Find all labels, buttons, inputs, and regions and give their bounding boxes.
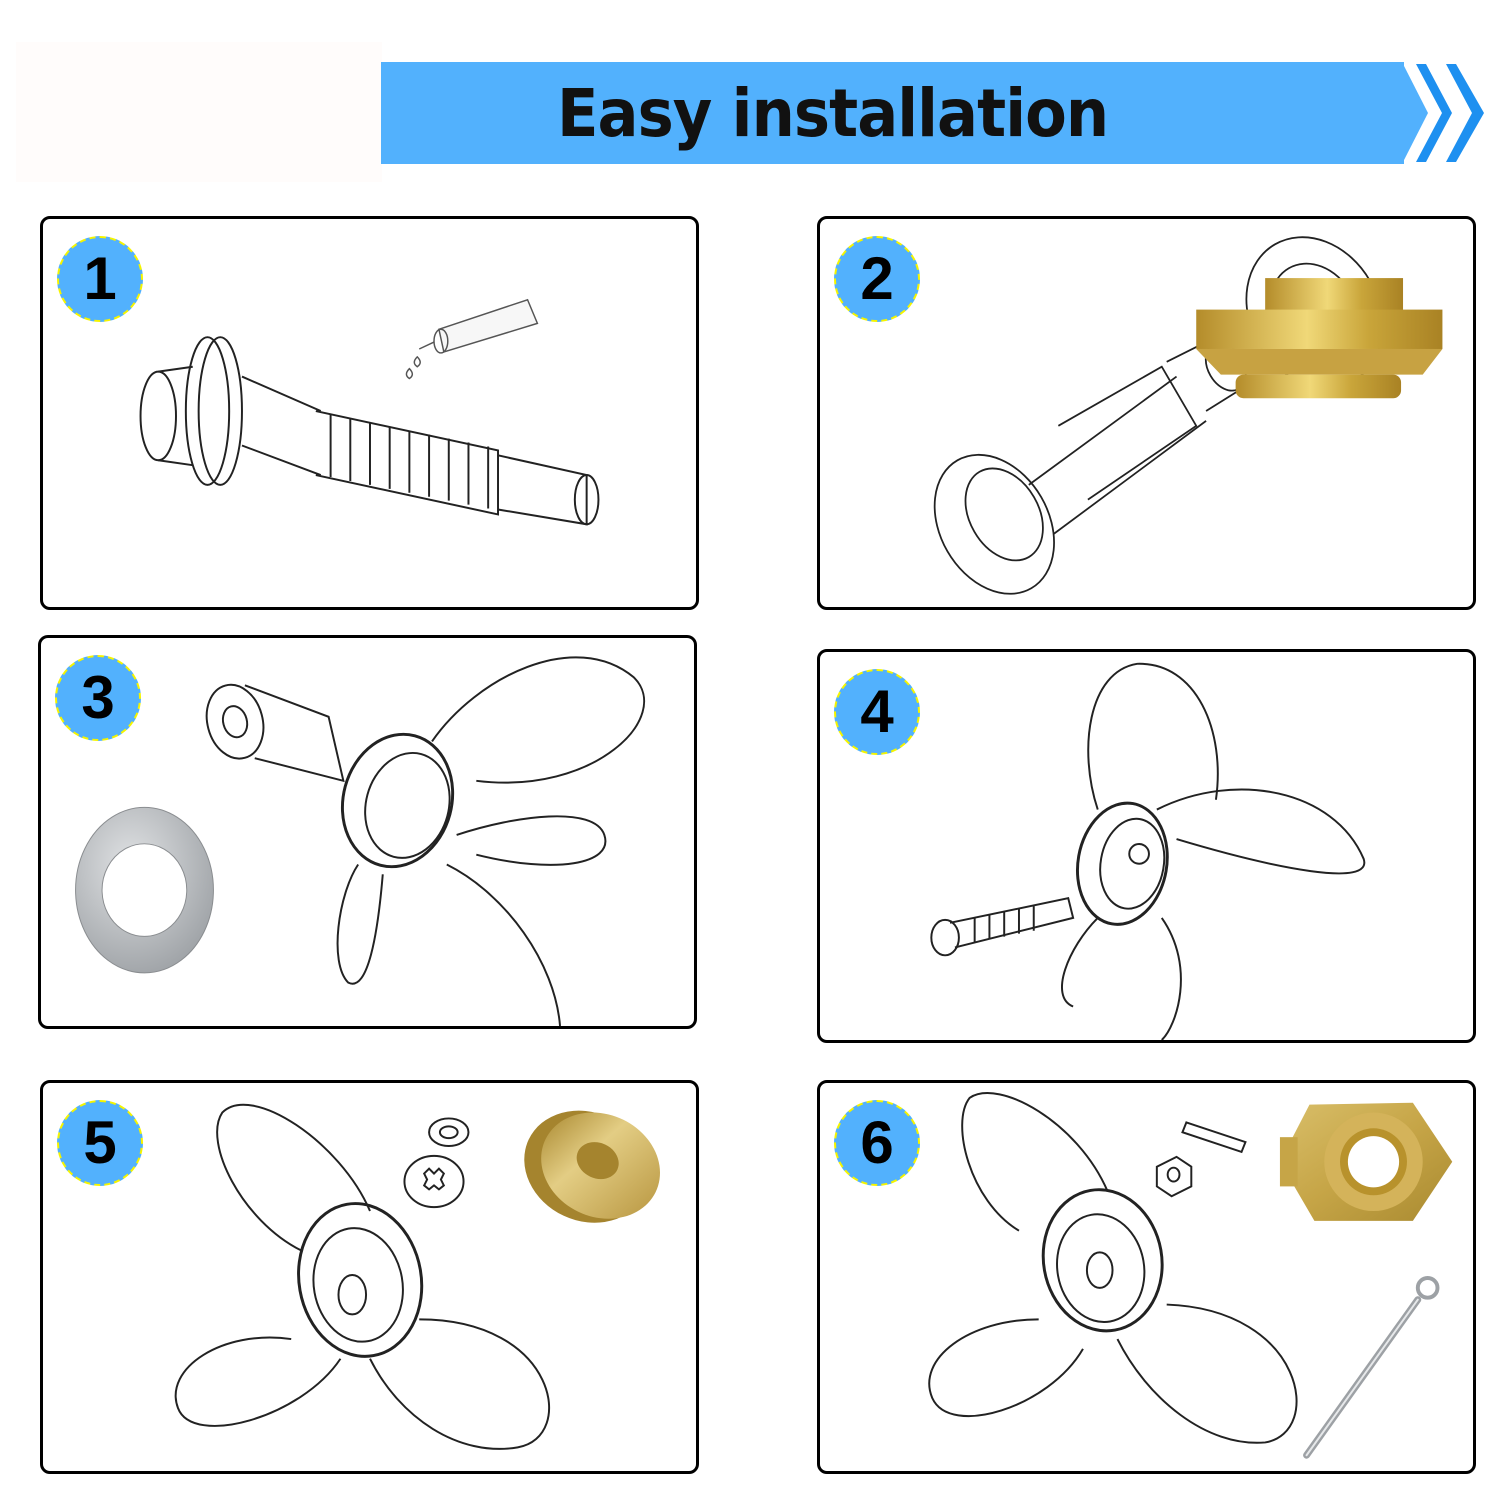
step-number-badge: 4 [834, 669, 920, 755]
propeller-nut-assembly-illustration [928, 1092, 1298, 1444]
step-number-badge: 2 [834, 236, 920, 322]
brass-castle-nut-image [1279, 1102, 1453, 1221]
step-6-panel: 6 [817, 1080, 1476, 1474]
propeller-on-shaft-illustration [930, 662, 1366, 1040]
step-number-badge: 3 [55, 655, 141, 741]
cotter-pin-image [1303, 1276, 1440, 1459]
step-4-panel: 4 [817, 649, 1476, 1043]
brass-spacer-image [524, 1110, 660, 1223]
step-5-panel: 5 [40, 1080, 699, 1474]
stainless-washer-image [75, 806, 214, 974]
blank-header-area [16, 42, 382, 182]
step-number-badge: 5 [57, 1100, 143, 1186]
title-banner: Easy installation [381, 62, 1404, 164]
page-title: Easy installation [556, 74, 1109, 152]
step-3-panel: 3 [38, 635, 697, 1029]
propeller-with-spacer-illustration [205, 656, 646, 1026]
step-number-badge: 1 [57, 236, 143, 322]
step-1-panel: 1 [40, 216, 699, 610]
propeller-spacer-assembly-illustration [174, 1103, 551, 1450]
step-2-panel: 2 [817, 216, 1476, 610]
grease-tube-icon [405, 298, 539, 380]
double-chevron-right-icon [1402, 62, 1484, 164]
propeller-shaft-illustration [139, 336, 600, 526]
step-number-badge: 6 [834, 1100, 920, 1186]
brass-thrust-hub-image [1196, 278, 1443, 399]
